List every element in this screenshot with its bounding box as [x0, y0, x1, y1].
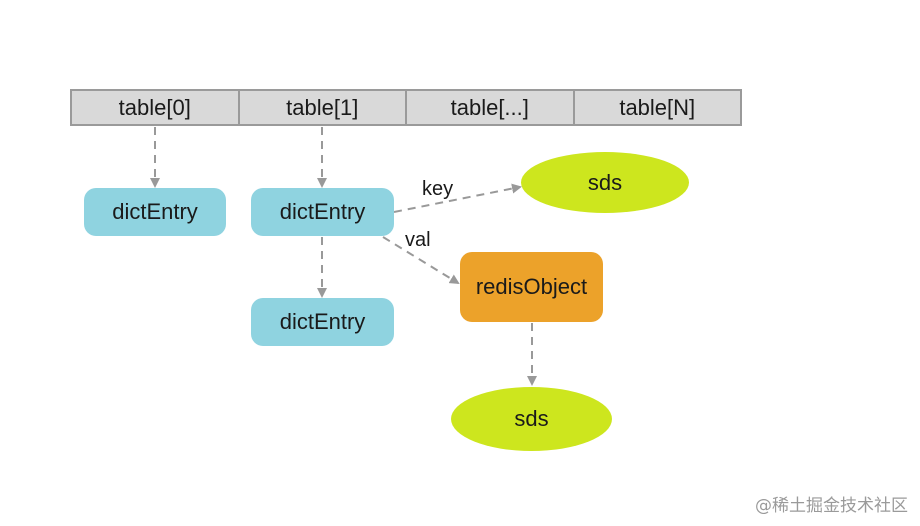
redis-object-node: redisObject	[460, 252, 603, 322]
arrow-key-to-sds	[393, 183, 522, 213]
table-cell-0: table[0]	[70, 89, 240, 126]
key-edge-label: key	[422, 178, 454, 200]
val-edge-label: val	[405, 229, 431, 251]
dict-entry-node-1: dictEntry	[251, 188, 394, 236]
sds-value-node: sds	[451, 387, 612, 451]
arrow-val-to-redisobject	[382, 236, 460, 285]
sds-key-node: sds	[521, 152, 689, 213]
table-cell-ellipsis: table[...]	[405, 89, 575, 126]
table-cell-n: table[N]	[572, 89, 742, 126]
watermark: @稀土掘金技术社区	[755, 496, 908, 516]
dict-entry-node-2: dictEntry	[251, 298, 394, 346]
table-cell-1: table[1]	[237, 89, 407, 126]
hash-table-array: table[0] table[1] table[...] table[N]	[70, 89, 742, 126]
dict-entry-node-0: dictEntry	[84, 188, 226, 236]
